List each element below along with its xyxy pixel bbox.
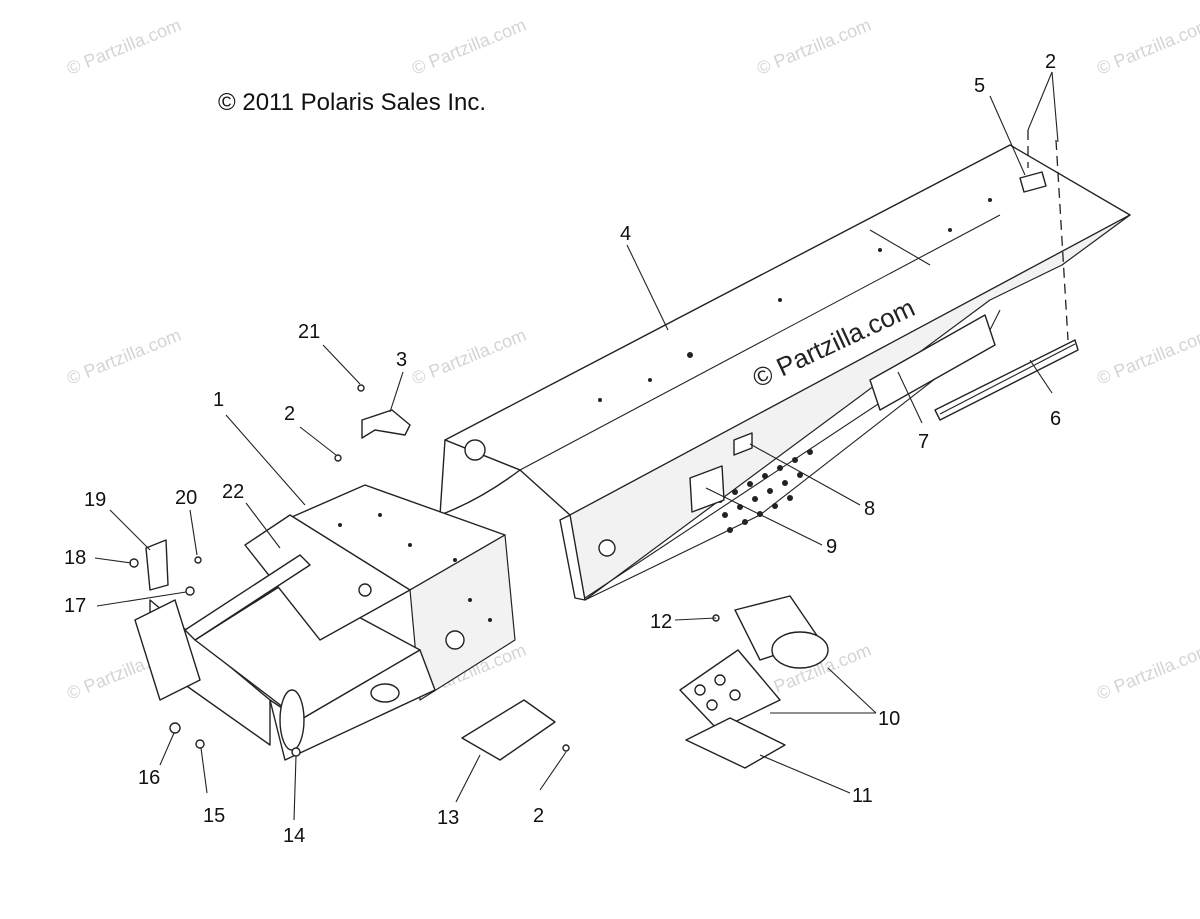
callout-4: 4 <box>620 223 631 245</box>
part-10-shield <box>679 595 829 731</box>
part-6-rail <box>934 339 1079 421</box>
watermark: © Partzilla.com <box>1094 640 1200 704</box>
callout-17: 17 <box>64 595 86 617</box>
part-2-rivet <box>562 744 570 752</box>
callout-9: 9 <box>826 536 837 558</box>
part-8-plate <box>733 432 753 456</box>
callout-10: 10 <box>878 708 900 730</box>
callout-15: 15 <box>203 805 225 827</box>
part-7-doubler <box>869 314 996 411</box>
callout-2: 2 <box>1045 51 1056 73</box>
part-2-rivet <box>334 454 342 462</box>
callout-labels: 1 2 2 2 3 4 5 6 7 8 9 10 11 12 13 14 15 … <box>64 51 1061 847</box>
part-20-rivet <box>194 556 202 564</box>
part-1-bulkhead <box>134 484 516 761</box>
callout-2: 2 <box>533 805 544 827</box>
leader-lines <box>94 71 1059 821</box>
watermark: © Partzilla.com <box>409 15 529 79</box>
part-13-plate <box>461 699 556 761</box>
copyright-notice: © 2011 Polaris Sales Inc. <box>218 89 486 116</box>
callout-3: 3 <box>396 349 407 371</box>
watermark: © Partzilla.com <box>1094 325 1200 389</box>
part-4-tunnel <box>439 144 1131 601</box>
watermark: © Partzilla.com <box>64 15 184 79</box>
callout-14: 14 <box>283 825 305 847</box>
callout-21: 21 <box>298 321 320 343</box>
part-14-clip <box>291 747 301 757</box>
part-3-bracket <box>361 409 411 439</box>
callout-6: 6 <box>1050 408 1061 430</box>
assembly-line <box>1055 139 1069 341</box>
callout-16: 16 <box>138 767 160 789</box>
callout-22: 22 <box>222 481 244 503</box>
part-15-nut <box>195 739 205 749</box>
watermark: © Partzilla.com <box>754 15 874 79</box>
part-16-nut <box>169 722 181 734</box>
callout-5: 5 <box>974 75 985 97</box>
watermark: © Partzilla.com <box>409 325 529 389</box>
callout-19: 19 <box>84 489 106 511</box>
callout-12: 12 <box>650 611 672 633</box>
callout-8: 8 <box>864 498 875 520</box>
callout-13: 13 <box>437 807 459 829</box>
part-11-bracket <box>685 717 786 769</box>
callout-18: 18 <box>64 547 86 569</box>
callout-2: 2 <box>284 403 295 425</box>
part-17-bolt <box>185 586 195 596</box>
part-5-bracket <box>1019 171 1047 193</box>
callout-1: 1 <box>213 389 224 411</box>
callout-7: 7 <box>918 431 929 453</box>
part-18-bolt <box>129 558 139 568</box>
watermark: © Partzilla.com <box>64 325 184 389</box>
watermark: © Partzilla.com <box>1094 15 1200 79</box>
callout-11: 11 <box>852 785 873 807</box>
part-19-bracket <box>145 539 169 591</box>
callout-20: 20 <box>175 487 197 509</box>
part-21-rivet <box>357 384 365 392</box>
